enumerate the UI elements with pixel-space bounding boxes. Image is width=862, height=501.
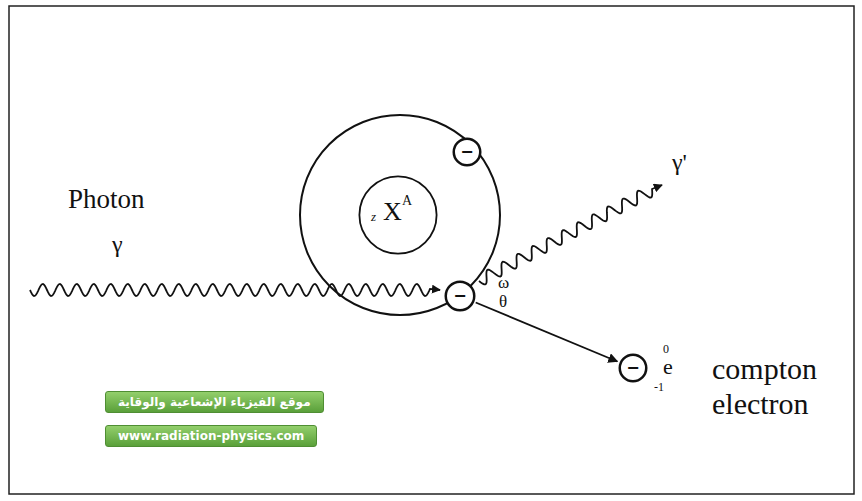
label: -1	[654, 381, 664, 393]
electron: −	[444, 280, 476, 312]
label: e	[663, 356, 673, 378]
scattered-photon	[479, 185, 662, 284]
charge-sign: −	[452, 137, 482, 167]
label: 0	[663, 343, 669, 355]
compton-electron: −	[618, 353, 648, 383]
nucleus-symbol: X	[383, 199, 402, 225]
watermark-box: www.radiation-physics.com	[105, 425, 317, 447]
charge-sign: −	[618, 353, 648, 383]
label: θ	[499, 293, 507, 310]
label: γ	[112, 232, 123, 256]
electron-track	[476, 303, 618, 362]
label: γ'	[672, 150, 687, 174]
label: ω	[498, 274, 509, 291]
nucleus-symbol: A	[402, 194, 412, 208]
label: Photon	[68, 186, 145, 213]
nucleus-symbol: z	[371, 210, 376, 223]
incident-photon	[30, 284, 440, 296]
charge-sign: −	[444, 280, 476, 312]
label: compton electron	[712, 352, 852, 421]
nucleus: zXA	[358, 175, 438, 255]
watermark-text: موقع الفيزياء الإشعاعية والوقاية	[118, 395, 311, 409]
watermark-box: موقع الفيزياء الإشعاعية والوقاية	[105, 391, 324, 413]
electron: −	[452, 137, 482, 167]
watermark-text: www.radiation-physics.com	[118, 429, 304, 443]
frame	[9, 6, 854, 494]
